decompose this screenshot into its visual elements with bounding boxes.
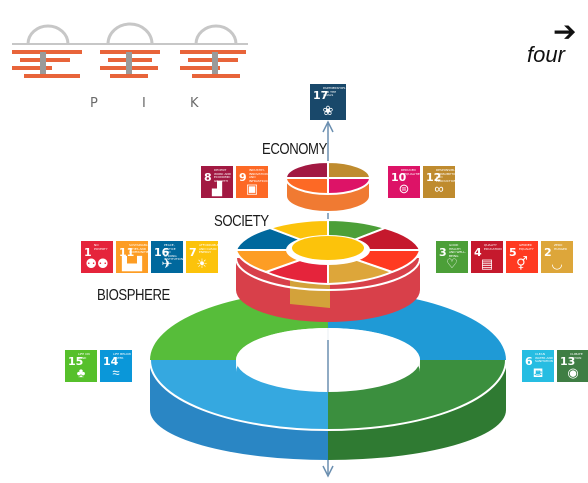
sdg-number: 15 <box>68 355 84 368</box>
eye-icon: ◉ <box>567 365 579 380</box>
sdg-tile-17: 17 PARTNERSHIPS FOR THE GOALS ❀ <box>310 84 346 120</box>
gender-icon: ⚥ <box>516 256 528 271</box>
arrow-right-icon: ➔ <box>553 15 577 48</box>
city-icon: ▙▟ <box>122 256 142 271</box>
sdg-caption: CLEAN WATER AND SANITATION <box>535 352 553 363</box>
sdg-number: 12 <box>426 171 442 184</box>
sdg-caption: PARTNERSHIPS FOR THE GOALS <box>323 86 346 97</box>
sdg-tile-13: 13 CLIMATE ACTION ◉ <box>557 350 588 382</box>
equal-icon: ⊜ <box>398 181 410 196</box>
sdg-tile-10: 10 REDUCED INEQUALITIES ⊜ <box>388 166 420 198</box>
flower-icon: ❀ <box>322 103 334 118</box>
sdg-number: 17 <box>313 89 329 102</box>
sdg-number: 4 <box>474 246 482 259</box>
sdg-caption: GOOD HEALTH AND WELL-BEING <box>449 243 466 258</box>
sdg-caption: SUSTAINABLE CITIES AND COMMUNITIES <box>129 243 148 254</box>
sdg-caption: LIFE BELOW WATER <box>113 352 131 360</box>
sdg-number: 14 <box>103 355 119 368</box>
sdg-caption: PEACE, JUSTICE AND STRONG INSTITUTIONS <box>164 243 183 261</box>
sdg-number: 8 <box>204 171 212 184</box>
sdg-tile-3: 3 GOOD HEALTH AND WELL-BEING ♡ <box>436 241 468 273</box>
cubes-icon: ▣ <box>245 181 259 196</box>
sdg-tile-16: 16 PEACE, JUSTICE AND STRONG INSTITUTION… <box>151 241 183 273</box>
sdg-number: 5 <box>509 246 517 259</box>
fish-icon: ≈ <box>112 365 120 380</box>
sun-icon: ☀ <box>196 256 208 271</box>
sdg-tile-2: 2 ZERO HUNGER ◡ <box>541 241 573 273</box>
sdg-caption: AFFORDABLE AND CLEAN ENERGY <box>199 243 218 254</box>
book-icon: ▤ <box>480 256 494 271</box>
sdg-number: 9 <box>239 171 247 184</box>
sdg-caption: ZERO HUNGER <box>554 243 568 251</box>
heartbeat-icon: ♡ <box>446 256 458 271</box>
sdg-caption: NO POVERTY <box>94 243 108 251</box>
economy-label: ECONOMY <box>262 141 327 158</box>
sdg-number: 3 <box>439 246 447 259</box>
sdg-tile-14: 14 LIFE BELOW WATER ≈ <box>100 350 132 382</box>
pik-logo <box>12 22 248 78</box>
sdg-caption: LIFE ON LAND <box>78 352 90 360</box>
sdg-tile-7: 7 AFFORDABLE AND CLEAN ENERGY ☀ <box>186 241 218 273</box>
sdg-number: 2 <box>544 246 552 259</box>
society-top <box>234 218 422 286</box>
infinity-icon: ∞ <box>434 181 444 196</box>
family-icon: ⚉⚉ <box>85 256 109 271</box>
logo-text: P I K <box>90 96 219 111</box>
sdg-number: 13 <box>560 355 576 368</box>
sdg-caption: CLIMATE ACTION <box>570 352 583 360</box>
sdg-number: 16 <box>154 246 170 259</box>
sdg-caption: DECENT WORK AND ECONOMIC GROWTH <box>214 168 231 183</box>
bowl-icon: ◡ <box>551 256 563 271</box>
sdg-caption: REDUCED INEQUALITIES <box>401 168 420 176</box>
sdg-tile-11: 11 SUSTAINABLE CITIES AND COMMUNITIES ▙▟ <box>116 241 148 273</box>
sdg-number: 7 <box>189 246 197 259</box>
sdg-tile-12: 12 RESPONSIBLE CONSUMPTION AND PRODUCTIO… <box>423 166 455 198</box>
water-drop-icon: ⛾ <box>532 365 544 380</box>
sdg-tile-15: 15 LIFE ON LAND ♣ <box>65 350 97 382</box>
tree-icon: ♣ <box>76 365 86 380</box>
sdg-tile-1: 1 NO POVERTY ⚉⚉ <box>81 241 113 273</box>
sdg-number: 1 <box>84 246 92 259</box>
sdg-number: 11 <box>119 246 135 259</box>
sdg-caption: GENDER EQUALITY <box>519 243 534 251</box>
sdg-tile-4: 4 QUALITY EDUCATION ▤ <box>471 241 503 273</box>
dove-icon: ✈ <box>161 256 173 271</box>
growth-chart-icon: ▟ <box>212 181 222 196</box>
sdg-tile-6: 6 CLEAN WATER AND SANITATION ⛾ <box>522 350 554 382</box>
sdg-caption: INDUSTRY, INNOVATION AND INFRASTRUCTURE <box>249 168 268 183</box>
economy-layer <box>284 160 372 213</box>
sdg-tile-5: 5 GENDER EQUALITY ⚥ <box>506 241 538 273</box>
sdg-number: 6 <box>525 355 533 368</box>
sdg-tile-8: 8 DECENT WORK AND ECONOMIC GROWTH ▟ <box>201 166 233 198</box>
sdg-tile-9: 9 INDUSTRY, INNOVATION AND INFRASTRUCTUR… <box>236 166 268 198</box>
sdg-number: 10 <box>391 171 407 184</box>
sdg-caption: RESPONSIBLE CONSUMPTION AND PRODUCTION <box>436 168 455 183</box>
headline-text: four <box>527 42 565 67</box>
biosphere-label: BIOSPHERE <box>97 287 170 304</box>
society-label: SOCIETY <box>214 213 269 230</box>
sdg-caption: QUALITY EDUCATION <box>484 243 502 251</box>
